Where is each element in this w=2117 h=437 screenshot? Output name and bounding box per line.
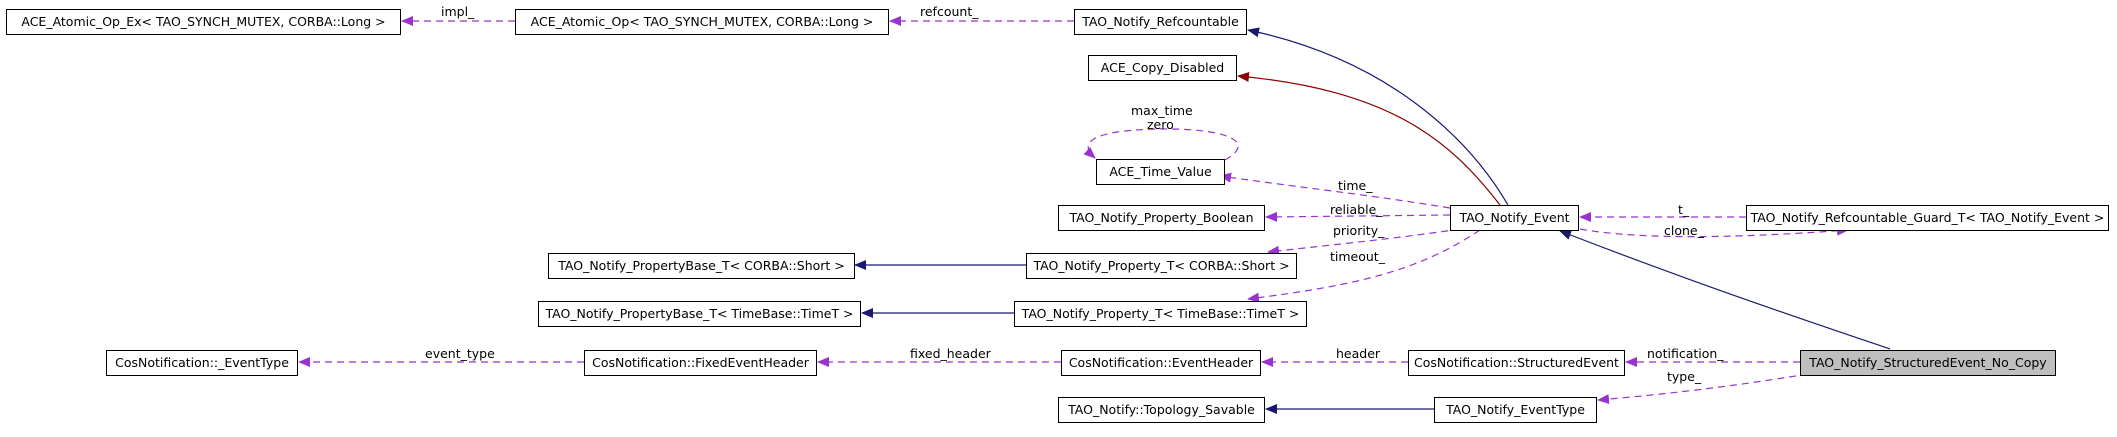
edge-clone	[1579, 225, 1849, 238]
edge-label-notification: notification_	[1647, 346, 1724, 361]
edge-label-fixed-header: fixed_header	[910, 346, 991, 361]
edge-type	[1597, 373, 1809, 405]
node-tao-notify-property-boolean[interactable]: TAO_Notify_Property_Boolean	[1058, 205, 1265, 231]
node-tao-notify-refcountable[interactable]: TAO_Notify_Refcountable	[1074, 9, 1247, 35]
node-tao-notify-property-short[interactable]: TAO_Notify_Property_T< CORBA::Short >	[1026, 253, 1297, 279]
node-ace-copy-disabled[interactable]: ACE_Copy_Disabled	[1088, 55, 1237, 81]
node-tao-notify-topology-savable[interactable]: TAO_Notify::Topology_Savable	[1058, 397, 1265, 423]
edge-label-header: header	[1336, 346, 1381, 361]
node-cos-fixedeventheader[interactable]: CosNotification::FixedEventHeader	[584, 350, 817, 376]
edge-label-refcount: refcount_	[920, 4, 979, 19]
edge-inherit-copy-disabled	[1237, 72, 1501, 206]
edge-label-priority: priority_	[1333, 223, 1385, 238]
edge-inherit-event	[1559, 230, 1891, 350]
edge-label-timeout: timeout_	[1330, 249, 1385, 264]
node-cos-eventtype[interactable]: CosNotification::_EventType	[106, 350, 298, 376]
edge-label-time: time_	[1338, 178, 1373, 193]
node-tao-notify-property-timet[interactable]: TAO_Notify_Property_T< TimeBase::TimeT >	[1014, 301, 1307, 327]
node-cos-structuredevent[interactable]: CosNotification::StructuredEvent	[1408, 350, 1625, 376]
node-cos-eventheader[interactable]: CosNotification::EventHeader	[1061, 350, 1261, 376]
node-tao-notify-refcountable-guard[interactable]: TAO_Notify_Refcountable_Guard_T< TAO_Not…	[1746, 205, 2109, 231]
node-ace-time-value[interactable]: ACE_Time_Value	[1096, 159, 1225, 185]
node-tao-notify-propertybase-timet[interactable]: TAO_Notify_PropertyBase_T< TimeBase::Tim…	[538, 301, 861, 327]
edge-label-event-type: event_type	[425, 346, 495, 361]
edge-timeout	[1247, 229, 1481, 303]
node-tao-notify-propertybase-short[interactable]: TAO_Notify_PropertyBase_T< CORBA::Short …	[548, 253, 855, 279]
edge-label-reliable: reliable_	[1330, 202, 1383, 217]
edge-reliable	[1265, 211, 1451, 222]
node-tao-notify-eventtype[interactable]: TAO_Notify_EventType	[1434, 397, 1597, 423]
node-tao-notify-structuredevent-no-copy[interactable]: TAO_Notify_StructuredEvent_No_Copy	[1800, 350, 2056, 376]
edge-label-t: t_	[1678, 202, 1690, 217]
edge-label-zero: zero	[1147, 117, 1174, 132]
edge-priority	[1267, 228, 1461, 256]
node-tao-notify-event[interactable]: TAO_Notify_Event	[1450, 205, 1579, 231]
edge-inherit-refcountable	[1247, 27, 1509, 206]
edge-max-time-zero	[1083, 128, 1239, 161]
node-ace-atomic-op-ex[interactable]: ACE_Atomic_Op_Ex< TAO_SYNCH_MUTEX, CORBA…	[6, 9, 401, 35]
edge-label-max-time: max_time	[1131, 103, 1193, 118]
edge-label-clone: clone_	[1664, 223, 1704, 238]
node-ace-atomic-op[interactable]: ACE_Atomic_Op< TAO_SYNCH_MUTEX, CORBA::L…	[515, 9, 889, 35]
edge-label-type: type_	[1667, 369, 1702, 384]
edge-time	[1219, 172, 1451, 209]
edge-label-impl: impl_	[441, 4, 475, 19]
